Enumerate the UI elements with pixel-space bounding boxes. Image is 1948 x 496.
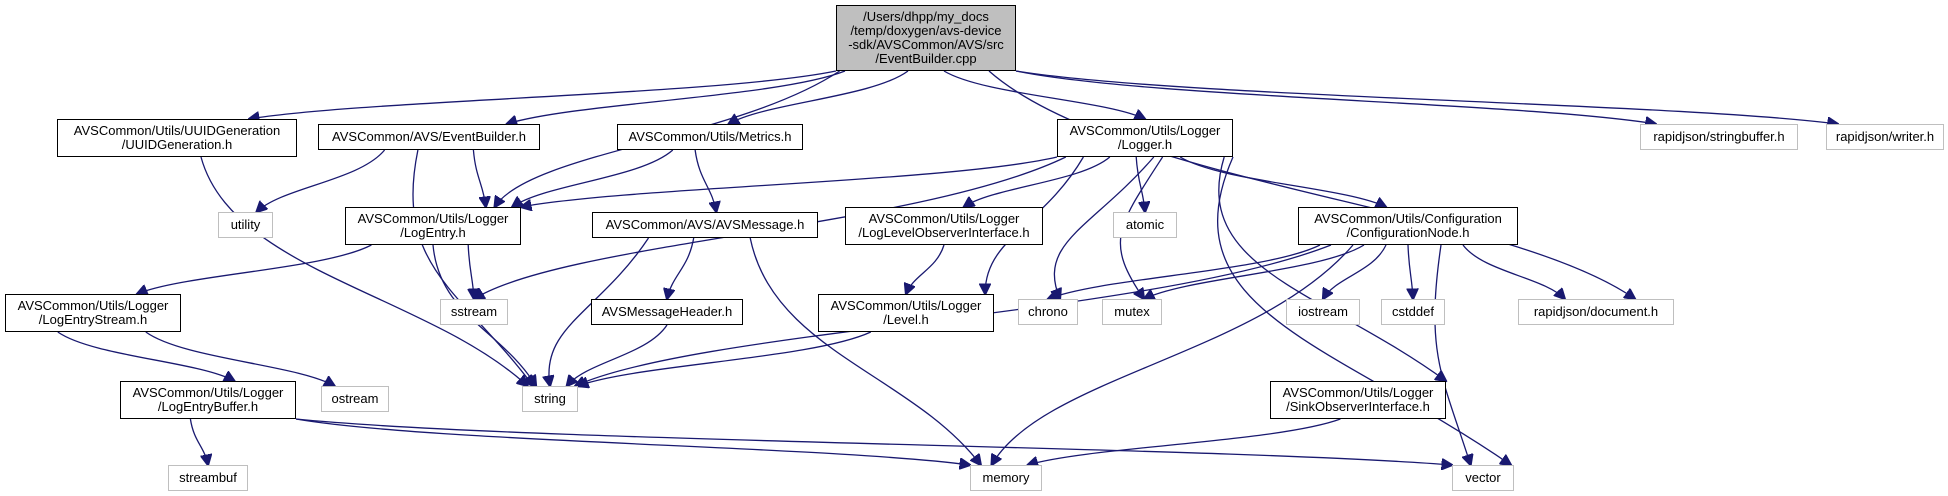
edge-confignode-to-iostream — [1323, 244, 1387, 299]
ostream-node: ostream — [321, 386, 389, 412]
root-file-node: /Users/dhpp/my_docs /temp/doxygen/avs-de… — [836, 5, 1016, 71]
vector-node: vector — [1452, 465, 1514, 491]
edge-eventbuilder_h-to-logentry — [472, 149, 485, 207]
edge-logger_h-to-loglevelobs — [964, 156, 1111, 207]
streambuf-node: streambuf — [168, 465, 248, 491]
string-node: string — [522, 386, 578, 412]
utility-node: utility — [218, 212, 273, 238]
edge-logentrybuffer-to-vector — [295, 418, 1452, 465]
edge-eventbuilder_h-to-string — [412, 149, 533, 386]
edge-logentrystream-to-logentrybuffer — [57, 331, 235, 381]
atomic-node: atomic — [1113, 212, 1177, 238]
edge-metrics-to-avsmessage — [694, 149, 716, 212]
log-entry-stream-node[interactable]: AVSCommon/Utils/Logger /LogEntryStream.h — [5, 294, 181, 332]
include-edges — [57, 70, 1838, 465]
edge-root-to-uuid — [249, 70, 837, 119]
rapidjson-writer-node: rapidjson/writer.h — [1826, 124, 1944, 150]
edge-logger_h-to-chrono — [1054, 156, 1155, 299]
edge-logentry-to-sstream — [467, 244, 474, 299]
edge-root-to-document — [988, 70, 1635, 299]
sink-observer-node[interactable]: AVSCommon/Utils/Logger /SinkObserverInte… — [1270, 381, 1446, 419]
edge-uuid-to-string — [200, 156, 528, 386]
edge-logentrybuffer-to-memory — [295, 418, 970, 465]
cstddef-node: cstddef — [1381, 299, 1445, 325]
metrics-node[interactable]: AVSCommon/Utils/Metrics.h — [617, 124, 803, 150]
edge-confignode-to-chrono — [1048, 244, 1321, 299]
edge-avsmessage-to-string — [549, 237, 650, 386]
edge-logger_h-to-logentry — [521, 156, 1058, 207]
edge-root-to-writer — [1015, 70, 1838, 124]
log-entry-node[interactable]: AVSCommon/Utils/Logger /LogEntry.h — [345, 207, 521, 245]
iostream-node: iostream — [1286, 299, 1360, 325]
log-level-observer-node[interactable]: AVSCommon/Utils/Logger /LogLevelObserver… — [845, 207, 1043, 245]
edge-avsmessage-to-memory — [749, 237, 981, 465]
mutex-node: mutex — [1102, 299, 1162, 325]
edge-level-to-string — [578, 331, 872, 386]
avs-message-header-node[interactable]: AVSMessageHeader.h — [591, 299, 743, 325]
edge-confignode-to-vector — [1434, 244, 1471, 465]
edge-logger_h-to-confignode — [1179, 156, 1386, 207]
rapidjson-document-node: rapidjson/document.h — [1518, 299, 1674, 325]
level-node[interactable]: AVSCommon/Utils/Logger /Level.h — [818, 294, 994, 332]
chrono-node: chrono — [1018, 299, 1078, 325]
edge-loglevelobs-to-level — [906, 244, 945, 294]
edge-sinkobs-to-memory — [1028, 418, 1341, 465]
edge-logger_h-to-atomic — [1135, 156, 1145, 212]
rapidjson-stringbuffer-node: rapidjson/stringbuffer.h — [1640, 124, 1798, 150]
avs-message-node[interactable]: AVSCommon/AVS/AVSMessage.h — [592, 212, 818, 238]
edge-root-to-eventbuilder_h — [507, 70, 846, 124]
edge-eventbuilder_h-to-utility — [257, 149, 386, 212]
edge-root-to-logger_h — [943, 70, 1145, 119]
edge-avsmsgheader-to-string — [567, 324, 668, 386]
edge-avsmessage-to-avsmsgheader — [667, 237, 695, 299]
edge-confignode-to-document — [1462, 244, 1565, 299]
memory-node: memory — [970, 465, 1042, 491]
edge-confignode-to-memory — [992, 244, 1354, 465]
edge-root-to-stringbuffer — [1015, 70, 1656, 124]
configuration-node[interactable]: AVSCommon/Utils/Configuration /Configura… — [1298, 207, 1518, 245]
edge-confignode-to-cstddef — [1408, 244, 1413, 299]
edge-logentrybuffer-to-streambuf — [189, 418, 208, 465]
event-builder-header-node[interactable]: AVSCommon/AVS/EventBuilder.h — [318, 124, 540, 150]
edge-logentry-to-logentrystream — [137, 244, 372, 294]
sstream-node: sstream — [440, 299, 508, 325]
edge-confignode-to-mutex — [1144, 244, 1365, 299]
edge-root-to-metrics — [729, 70, 909, 124]
uuid-generation-node[interactable]: AVSCommon/Utils/UUIDGeneration /UUIDGene… — [57, 119, 297, 157]
edge-logentrystream-to-ostream — [145, 331, 335, 386]
logger-node[interactable]: AVSCommon/Utils/Logger /Logger.h — [1057, 119, 1233, 157]
log-entry-buffer-node[interactable]: AVSCommon/Utils/Logger /LogEntryBuffer.h — [120, 381, 296, 419]
